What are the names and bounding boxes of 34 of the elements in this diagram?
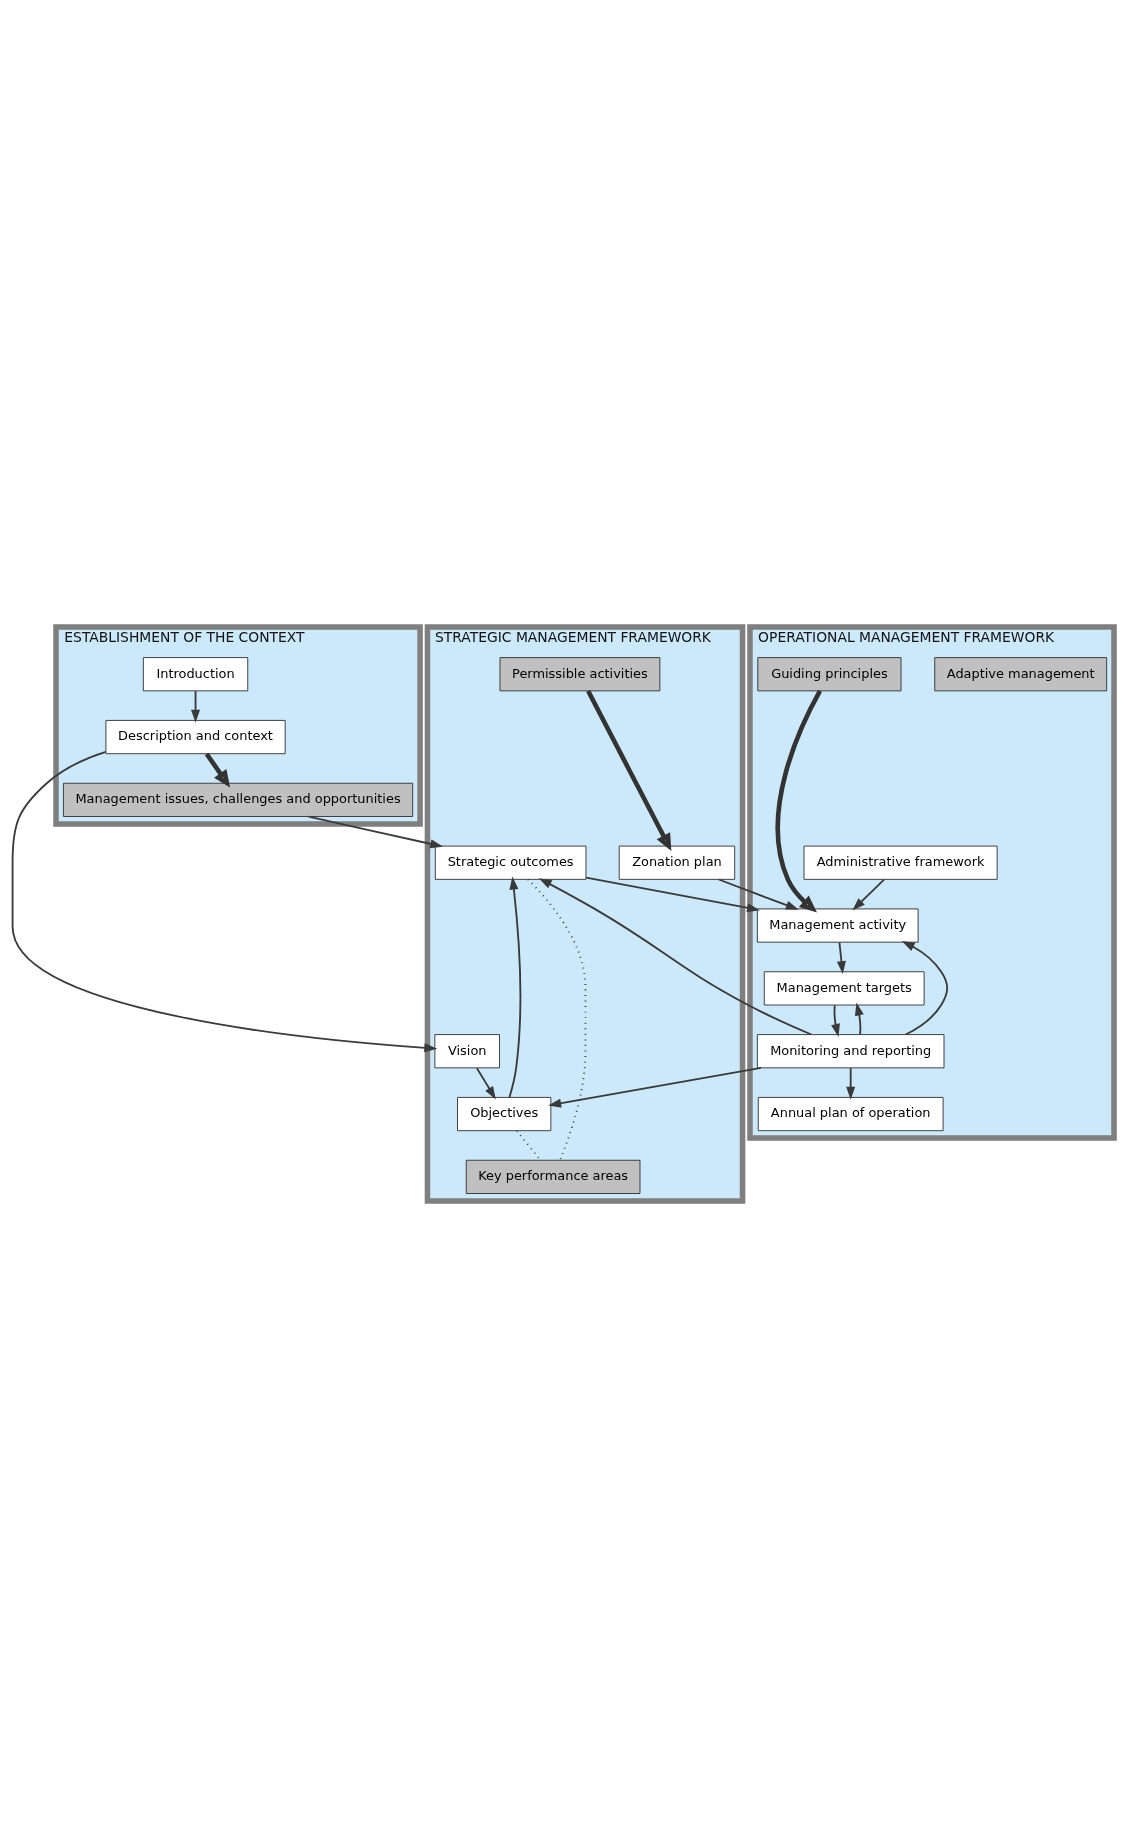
node-box: Administrative framework [803, 845, 998, 880]
node-box: Permissible activities [499, 656, 661, 691]
arrow [901, 940, 949, 1035]
node-box: Vision [434, 1033, 500, 1068]
node-box: Monitoring and reporting [756, 1033, 945, 1068]
arrow [585, 876, 760, 912]
node-box: Management issues, challenges and opportunities [62, 782, 414, 817]
node-box: Management activity [756, 907, 919, 943]
node-box: Key performance areas [465, 1159, 641, 1194]
node-box: Adaptive management [934, 656, 1108, 691]
node-box: Introduction [142, 656, 249, 691]
node-box: Strategic outcomes [434, 845, 587, 880]
connector [516, 1129, 542, 1161]
arrow [852, 878, 885, 910]
connector [527, 877, 587, 1161]
arrow [191, 689, 201, 723]
arrow [508, 876, 522, 1098]
arrow [846, 1066, 856, 1100]
arrow [854, 1002, 864, 1035]
arrow [831, 1003, 840, 1037]
node-box: Description and context [105, 719, 286, 754]
arrow [836, 941, 846, 974]
arrow [476, 1066, 496, 1099]
arrow [775, 689, 822, 912]
arrow [11, 750, 438, 1052]
arrow [586, 689, 672, 851]
arrow [717, 878, 799, 910]
node-box: Guiding principles [757, 656, 902, 691]
node-box: Zonation plan [618, 845, 736, 880]
node-box: Management targets [763, 970, 925, 1005]
arrow [204, 752, 231, 788]
arrow [538, 877, 813, 1035]
node-box: Objectives [457, 1096, 552, 1131]
node-box: Annual plan of operation [757, 1096, 944, 1131]
